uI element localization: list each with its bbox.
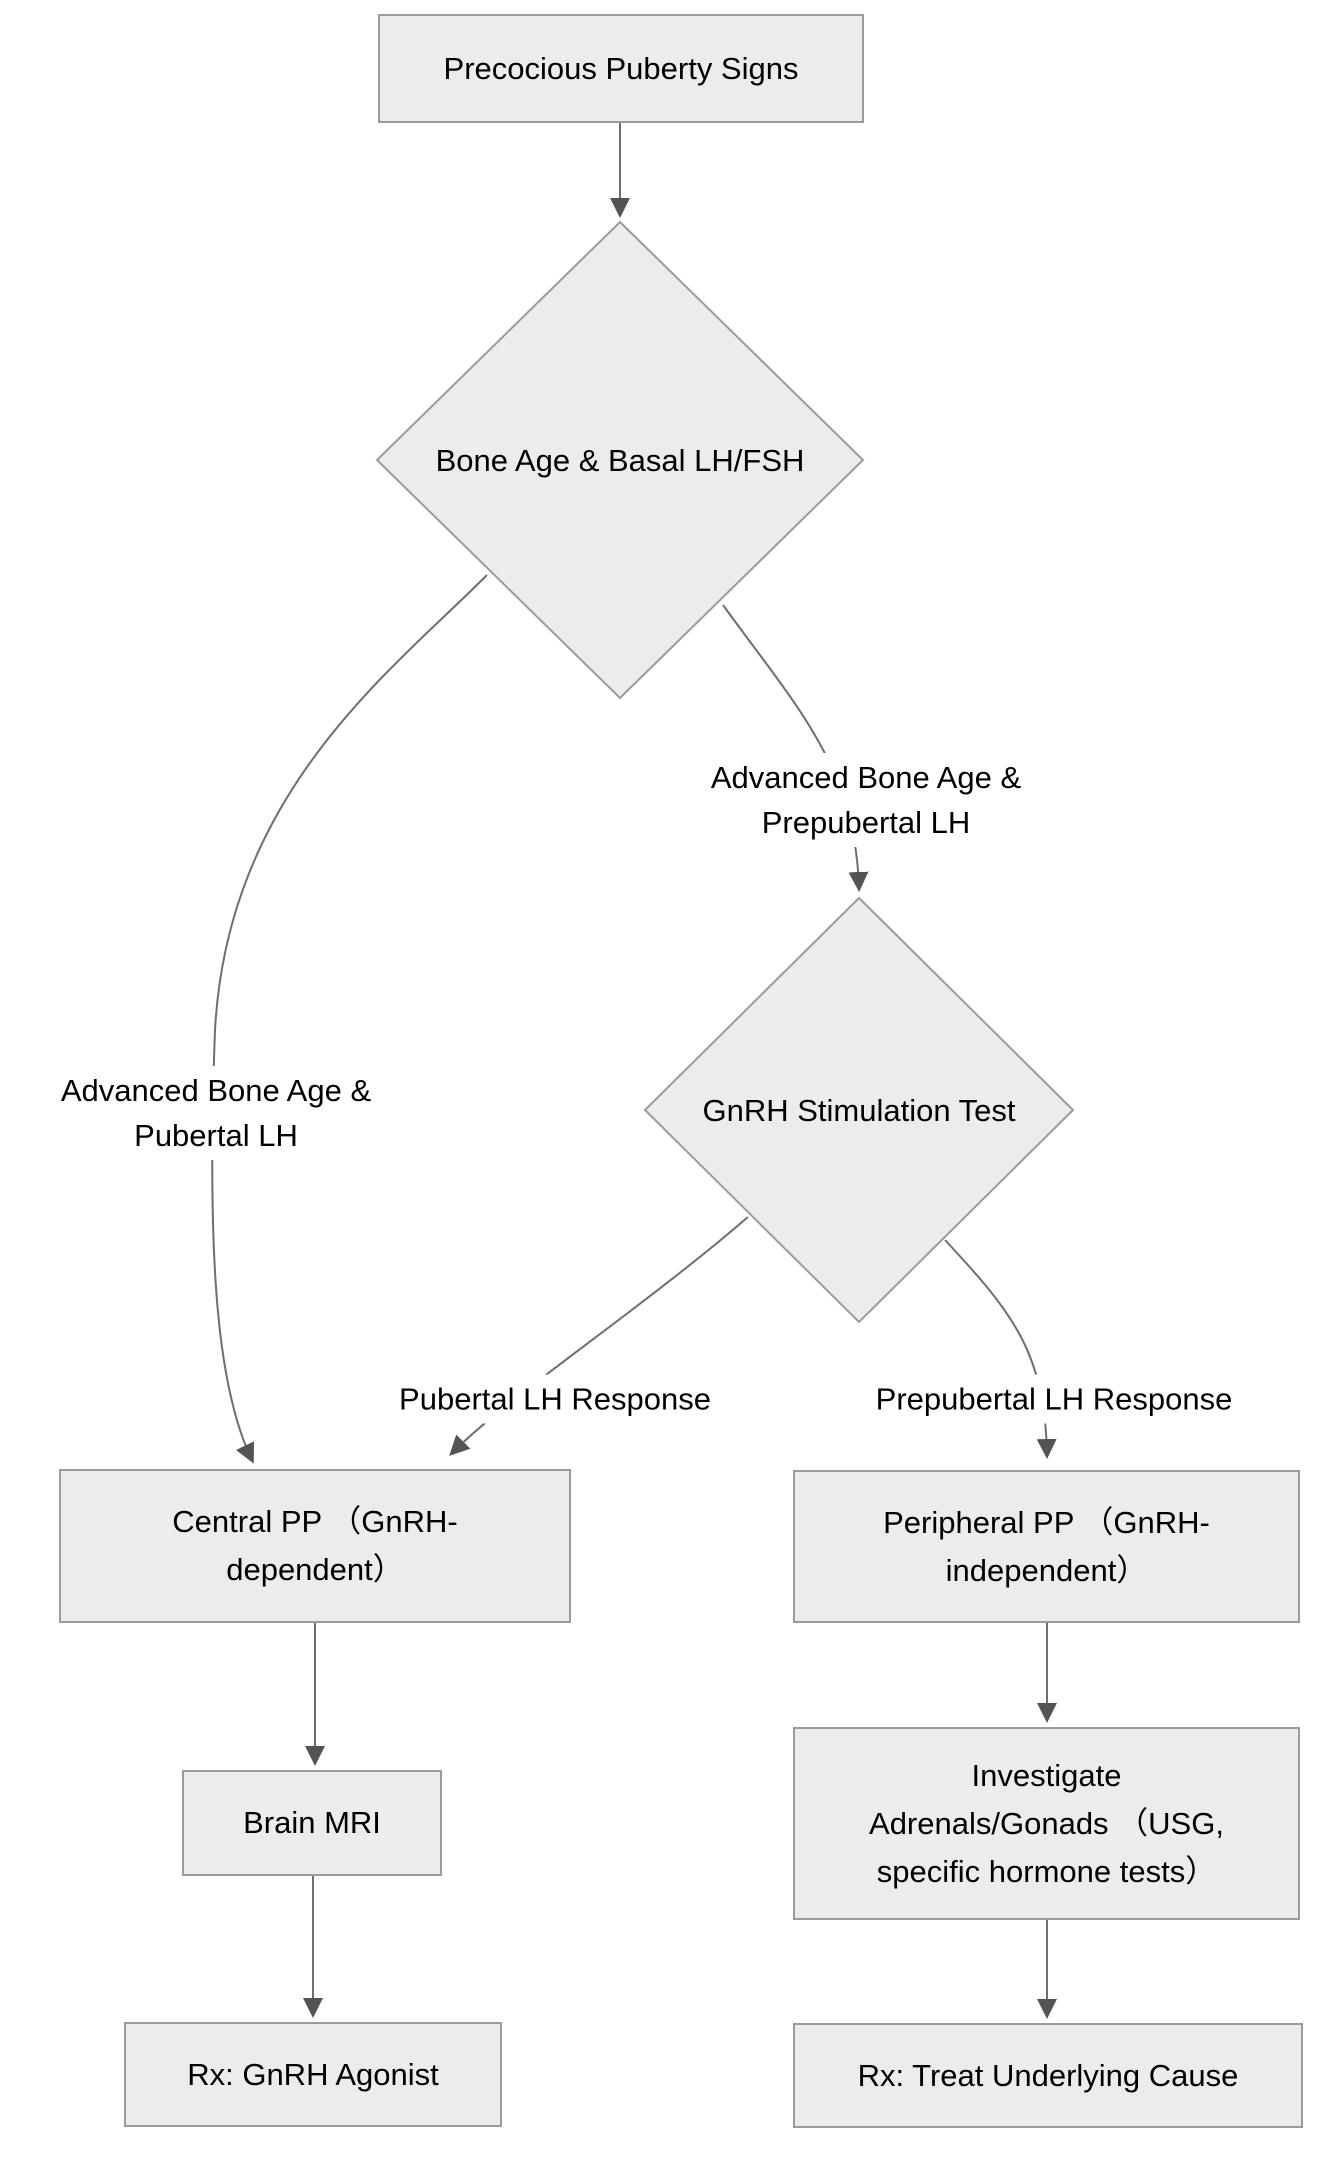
node-brain-mri: Brain MRI <box>182 1770 442 1876</box>
node-label: independent） <box>945 1552 1148 1588</box>
node-rx-gnrh-agonist: Rx: GnRH Agonist <box>124 2022 502 2127</box>
edge-gnrh-test-to-central-pp <box>449 1216 749 1456</box>
node-label: specific hormone tests） <box>876 1853 1217 1889</box>
node-label: Brain MRI <box>243 1805 381 1840</box>
node-rx-treat-underlying-cause: Rx: Treat Underlying Cause <box>793 2023 1303 2128</box>
node-central-pp: Central PP （GnRH- dependent） <box>59 1469 571 1623</box>
node-investigate-adrenals-gonads: Investigate Adrenals/Gonads （USG, specif… <box>793 1727 1300 1920</box>
edge-label-pubertal-lh-response: Pubertal LH Response <box>389 1374 721 1424</box>
edge-bone-age-to-central-pp <box>211 574 488 1464</box>
node-label: Rx: GnRH Agonist <box>187 2056 439 2092</box>
node-label: Investigate <box>971 1757 1122 1793</box>
diamond-shape-gnrh-stimulation-test <box>643 896 1075 1324</box>
node-label: Adrenals/Gonads （USG, <box>869 1805 1224 1841</box>
node-label: Precocious Puberty Signs <box>443 50 799 86</box>
edge-label-prepubertal-lh-response: Prepubertal LH Response <box>865 1374 1243 1424</box>
decision-gnrh-stimulation-test-label: GnRH Stimulation Test <box>702 1093 1016 1128</box>
edge-label-advanced-bone-age-prepubertal-lh: Advanced Bone Age & Prepubertal LH <box>700 753 1032 847</box>
node-label: dependent） <box>226 1552 404 1587</box>
node-label: Central PP （GnRH- <box>172 1504 458 1539</box>
diamond-shape-bone-age-basal-lh-fsh <box>375 220 865 700</box>
node-peripheral-pp: Peripheral PP （GnRH- independent） <box>793 1470 1300 1623</box>
edge-label-advanced-bone-age-pubertal-lh: Advanced Bone Age & Pubertal LH <box>50 1066 382 1160</box>
node-label: Rx: Treat Underlying Cause <box>857 2057 1239 2093</box>
node-label: Peripheral PP （GnRH- <box>883 1504 1210 1540</box>
node-precocious-puberty-signs: Precocious Puberty Signs <box>378 14 864 123</box>
decision-bone-age-basal-lh-fsh-label: Bone Age & Basal LH/FSH <box>435 443 805 478</box>
